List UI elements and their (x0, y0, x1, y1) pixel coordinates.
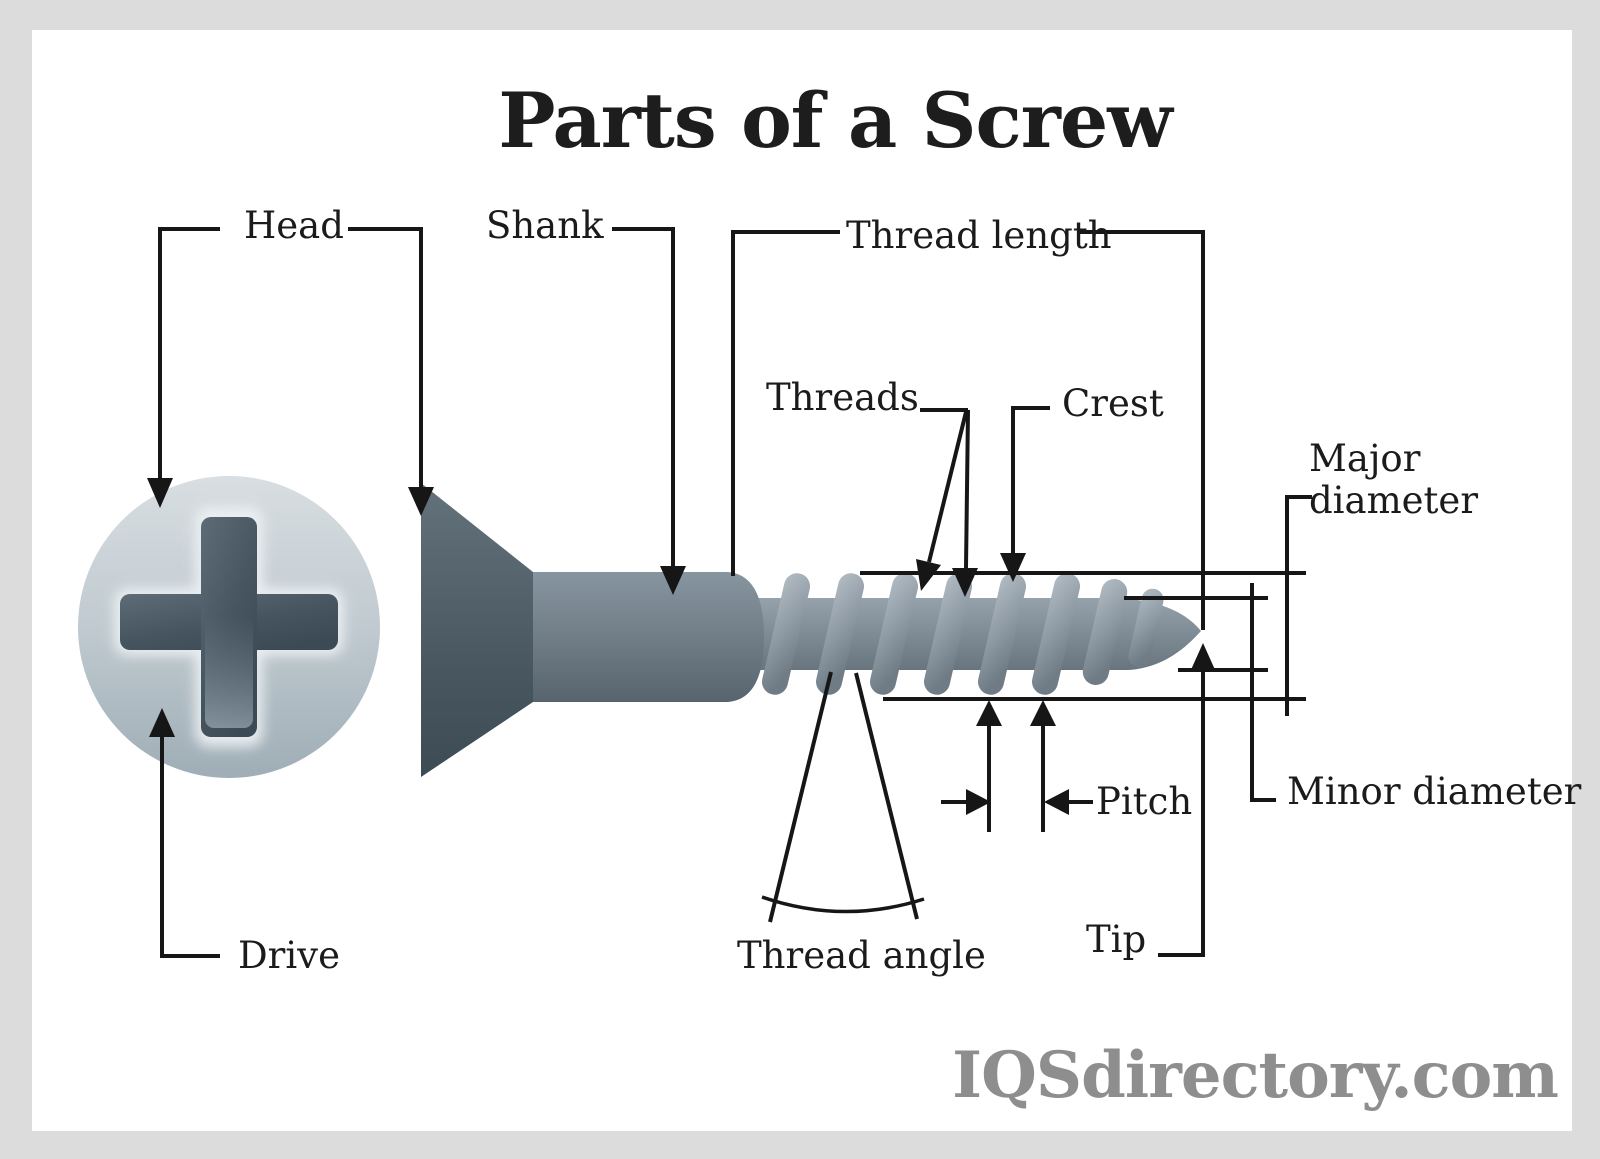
label-major-diameter: Major diameter (1309, 437, 1479, 522)
head-leader-right (348, 227, 423, 487)
cross-sheen (205, 616, 253, 728)
annotation-lines (158, 227, 1312, 958)
label-shank: Shank (486, 204, 604, 247)
label-tip: Tip (1086, 918, 1147, 961)
crest-leader (1011, 406, 1050, 553)
thread-angle-line-left (768, 671, 833, 923)
tip-leader (1158, 672, 1205, 957)
thread-angle-line-right (854, 672, 919, 920)
screw-shank (533, 572, 764, 702)
screw-head-top-view (78, 476, 380, 778)
threads-arrow-v (952, 568, 978, 597)
pitch-arrow-right (966, 789, 991, 815)
tip-arrow (1190, 643, 1216, 672)
pitch-arrow-up-right (1030, 700, 1056, 726)
pitch-arrow-up-left (976, 700, 1002, 726)
label-minor-diameter: Minor diameter (1287, 770, 1582, 813)
drive-arrow (149, 708, 175, 737)
label-pitch: Pitch (1096, 780, 1193, 823)
thread-length-leader-right (1080, 230, 1205, 630)
screw-shaft-and-tip (745, 598, 1201, 670)
threads-leader-slant (927, 411, 968, 563)
screw-threads (761, 573, 1164, 695)
minor-diameter-bracket (1250, 583, 1276, 802)
label-threads: Threads (766, 376, 919, 419)
label-thread-length: Thread length (846, 214, 1112, 257)
crest-arrow (1000, 553, 1026, 582)
screw-countersunk-head (421, 483, 533, 777)
label-head: Head (244, 204, 344, 247)
page-title: Parts of a Screw (498, 76, 1172, 165)
shank-arrow (660, 566, 686, 595)
thread-angle-arc (761, 895, 925, 914)
pitch-arrow-left (1044, 789, 1069, 815)
head-arrow-left (147, 478, 173, 508)
annotation-arrowheads (147, 478, 1216, 815)
head-arrow-right (408, 487, 434, 516)
watermark: IQSdirectory.com (952, 1038, 1559, 1113)
drive-leader (160, 737, 220, 958)
thread-length-leader-left (731, 230, 840, 576)
label-drive: Drive (238, 934, 340, 977)
label-thread-angle: Thread angle (737, 934, 986, 977)
phillips-cross (120, 517, 338, 737)
head-leader-left (158, 227, 220, 478)
threads-arrow-slant (916, 559, 941, 591)
threads-leader-v (964, 409, 970, 569)
major-diameter-bracket (1285, 495, 1312, 716)
label-crest: Crest (1062, 382, 1164, 425)
screw-side-view (421, 483, 1201, 777)
shank-leader (612, 227, 675, 566)
